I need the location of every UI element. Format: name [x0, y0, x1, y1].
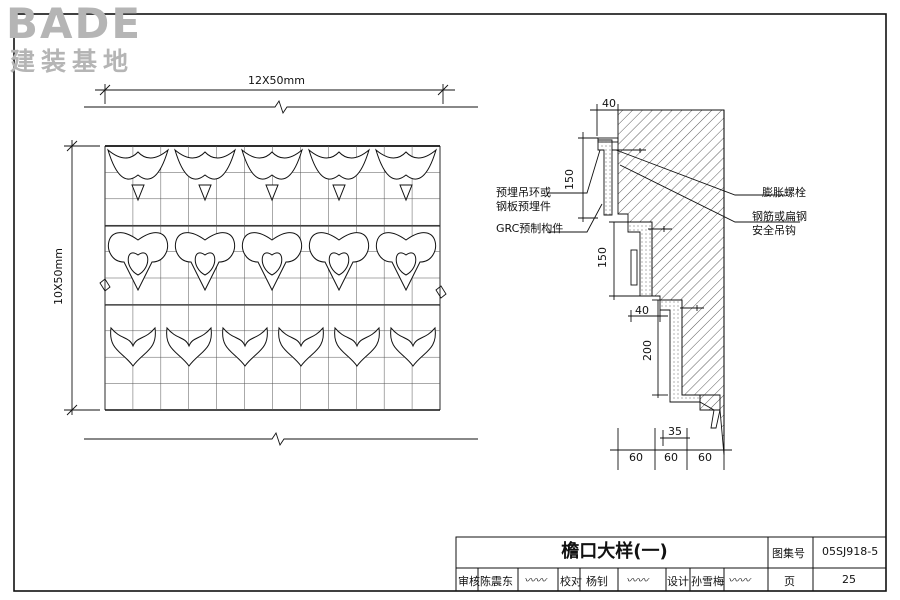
note-grc: GRC预制构件	[496, 222, 564, 235]
lower-pendant-motif	[334, 326, 380, 367]
dim-bottom-3: 60	[698, 451, 712, 464]
design-label: 设计	[667, 575, 689, 588]
dim-middle-height: 150	[596, 247, 609, 268]
drawing-frame	[13, 13, 887, 592]
middle-inner-motif	[127, 252, 149, 276]
top-scroll-motif	[107, 148, 169, 180]
top-drop-motif	[131, 184, 145, 202]
lower-pendant-motif	[166, 326, 212, 367]
drawing-title: 檐口大样(一)	[561, 541, 668, 562]
lower-pendant-motif	[222, 326, 268, 367]
top-scroll-motif	[308, 148, 370, 180]
brand-subtitle: 建装基地	[10, 47, 135, 76]
note-hanger-line2: 钢板预埋件	[496, 200, 551, 213]
dim-bottom-1: 60	[629, 451, 643, 464]
lower-pendant-motif	[390, 326, 436, 367]
top-drop-motif	[332, 184, 346, 202]
atlas-number: 05SJ918-5	[822, 545, 879, 558]
reviewer-name: 陈震东	[480, 575, 513, 588]
elevation-width-dimension: 12X50mm	[248, 74, 305, 87]
elevation-ornament	[107, 148, 437, 367]
page-label: 页	[784, 575, 795, 588]
checker-signature: 〰〰	[626, 574, 648, 587]
dim-top-offset: 40	[602, 97, 616, 110]
elevation-height-dimension: 10X50mm	[52, 248, 65, 305]
title-block-lines	[455, 536, 887, 592]
note-hanger-line1: 预埋吊环或	[496, 186, 551, 199]
check-label: 校对	[560, 575, 582, 588]
top-scroll-motif	[241, 148, 303, 180]
dim-step-offset: 40	[635, 304, 649, 317]
top-drop-motif	[265, 184, 279, 202]
brand-logo: BADE	[6, 0, 143, 48]
middle-inner-motif	[261, 252, 283, 276]
atlas-label: 图集号	[772, 547, 805, 560]
top-scroll-motif	[174, 148, 236, 180]
note-rebar-line2: 安全吊钩	[752, 224, 796, 237]
dim-bottom-2: 60	[664, 451, 678, 464]
checker-name: 杨钊	[586, 575, 608, 588]
note-rebar-line1: 钢筋或扁钢	[752, 210, 807, 223]
lower-pendant-motif	[278, 326, 324, 367]
reviewer-signature: 〰〰	[524, 574, 546, 587]
designer-signature: 〰〰	[728, 574, 750, 587]
top-drop-motif	[399, 184, 413, 202]
middle-inner-motif	[395, 252, 417, 276]
note-bolt: 膨胀螺栓	[762, 186, 806, 199]
middle-inner-motif	[328, 252, 350, 276]
dim-bottom-inner: 35	[668, 425, 682, 438]
top-scroll-motif	[375, 148, 437, 180]
top-drop-motif	[198, 184, 212, 202]
page-number: 25	[842, 573, 856, 586]
dim-lower-height: 200	[641, 340, 654, 361]
middle-inner-motif	[194, 252, 216, 276]
review-label: 审核	[458, 575, 480, 588]
designer-name: 孙雪梅	[691, 575, 724, 588]
eave-section	[547, 104, 800, 470]
lower-pendant-motif	[110, 326, 156, 367]
dim-upper-height: 150	[563, 169, 576, 190]
